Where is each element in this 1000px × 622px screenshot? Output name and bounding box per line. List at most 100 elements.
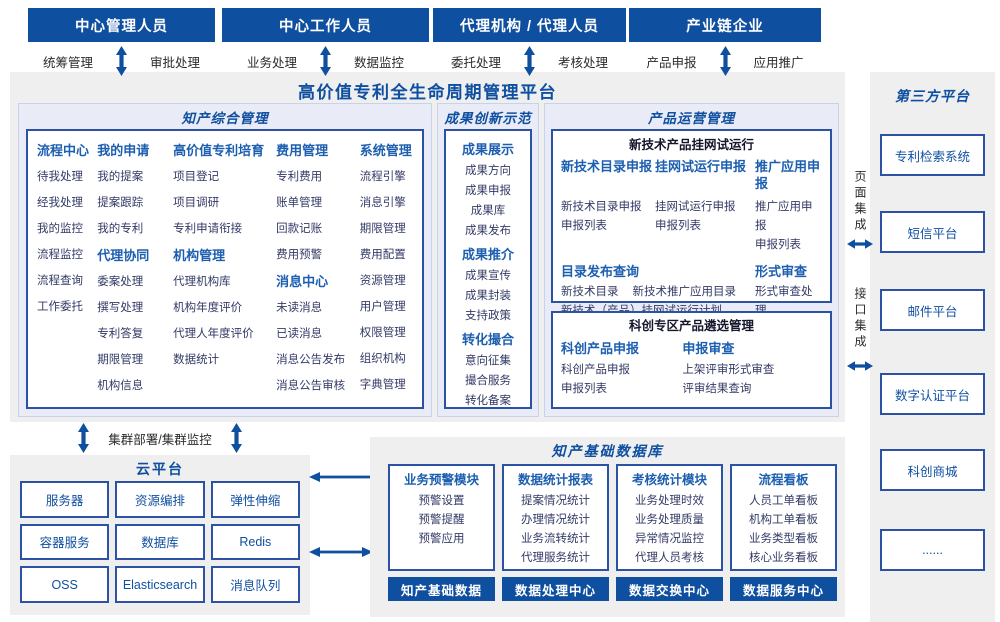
menu-group-header: 挂网试运行申报 xyxy=(655,159,747,174)
menu-group-header: 科创产品申报 xyxy=(561,341,640,356)
menu-item: 消息公告审核 xyxy=(276,380,346,392)
menu-item: 待我处理 xyxy=(37,171,83,183)
menu-list: 未读消息已读消息消息公告发布消息公告审核 xyxy=(276,295,360,399)
subpanel-sci-innovation-grid: 科创产品申报 科创产品申报申报列表 申报审查 上架评审形式审查评审结果查询 xyxy=(561,337,822,399)
role-function-label: 数据监控 xyxy=(354,55,405,70)
menu-item: 代理服务统计 xyxy=(521,552,590,564)
menu-list: 预警设置预警提醒预警应用 xyxy=(390,492,493,549)
panel-cloud-title: 云平台 xyxy=(136,461,184,477)
menu-item: 组织机构 xyxy=(359,353,406,365)
menu-list: 委案处理撰写处理专利答复期限管理机构信息 xyxy=(97,269,173,399)
db-module: 业务预警模块 预警设置预警提醒预警应用 知产基础数据 xyxy=(388,464,495,601)
up-down-arrow-icon xyxy=(230,423,242,453)
menu-group-header: 机构管理 xyxy=(173,248,226,263)
cluster-label: 集群部署/集群监控 xyxy=(108,432,212,447)
menu-item: 成果封装 xyxy=(465,290,511,302)
role-function-label: 考核处理 xyxy=(558,55,609,70)
menu-item: 用户管理 xyxy=(359,301,406,313)
menu-item: 业务处理质量 xyxy=(635,514,704,526)
menu-item: 业务类型看板 xyxy=(749,533,818,545)
up-down-arrow-icon xyxy=(116,46,127,76)
menu-group: 新技术目录申报 新技术目录申报申报列表 xyxy=(561,156,655,255)
menu-item: 回款记账 xyxy=(276,223,323,235)
role-bar-agencies: 代理机构 / 代理人员 xyxy=(433,8,626,42)
menu-group-header: 推广应用申报 xyxy=(755,159,821,191)
db-center-bar: 数据交换中心 xyxy=(616,577,723,601)
role-functions: 业务处理 数据监控 xyxy=(222,45,429,77)
menu-item: 成果发布 xyxy=(465,225,511,237)
menu-item: 数据统计 xyxy=(173,354,220,366)
menu-item: 专利费用 xyxy=(276,171,323,183)
menu-column: 流程中心 待我处理经我处理我的监控流程监控流程查询工作委托 xyxy=(37,137,97,407)
menu-item: 委案处理 xyxy=(97,276,144,288)
menu-item: 我的监控 xyxy=(37,223,83,235)
menu-list: 意向征集撮合服务转化备案 xyxy=(446,351,530,411)
menu-item: 期限管理 xyxy=(359,223,406,235)
cloud-service-box: 弹性伸缩 xyxy=(210,481,300,518)
panel-ip-title: 知产综合管理 xyxy=(181,111,269,126)
menu-column: 我的申请 我的提案提案跟踪我的专利 代理协同 委案处理撰写处理专利答复期限管理机… xyxy=(97,137,173,407)
menu-item: 项目调研 xyxy=(173,197,220,209)
cloud-service-box: Elasticsearch xyxy=(115,566,205,603)
menu-group-header: 代理协同 xyxy=(97,248,150,263)
role-function-label: 委托处理 xyxy=(450,55,501,70)
menu-list: 新技术目录申报申报列表 xyxy=(561,198,655,236)
third-party-box: 邮件平台 xyxy=(880,289,985,331)
menu-group-header: 业务预警模块 xyxy=(403,473,479,487)
left-arrow-icon xyxy=(309,472,373,482)
menu-list: 流程引擎消息引擎期限管理费用配置资源管理用户管理权限管理组织机构字典管理 xyxy=(360,164,422,398)
menu-item: 新技术目录申报 xyxy=(561,201,642,213)
menu-group-header: 形式审查 xyxy=(755,264,808,279)
api-integration-label: 接口集成 xyxy=(853,287,867,351)
menu-item: 评审结果查询 xyxy=(682,383,752,395)
panel-database-title: 知产基础数据库 xyxy=(551,443,664,459)
third-party-box: 短信平台 xyxy=(880,211,985,253)
role-bar-industry: 产业链企业 xyxy=(629,8,821,42)
menu-item: 挂网试运行申报 xyxy=(655,201,736,213)
menu-list: 成果宣传成果封装支持政策 xyxy=(446,266,530,326)
menu-group: 推广应用申报 推广应用申报申报列表 xyxy=(755,156,822,255)
menu-item: 异常情况监控 xyxy=(635,533,704,545)
menu-item: 代理机构库 xyxy=(173,276,231,288)
db-module: 考核统计模块 业务处理时效业务处理质量异常情况监控代理人员考核 数据交换中心 xyxy=(616,464,723,601)
menu-group-header: 目录发布查询 xyxy=(561,264,640,279)
page-integration-label: 页面集成 xyxy=(853,170,867,234)
menu-item: 已读消息 xyxy=(276,328,323,340)
up-down-arrow-icon xyxy=(719,46,731,76)
menu-item: 转化备案 xyxy=(465,395,511,407)
menu-item: 机构工单看板 xyxy=(749,514,818,526)
menu-list: 挂网试运行申报申报列表 xyxy=(655,198,755,236)
third-party-box: 数字认证平台 xyxy=(880,373,985,415)
menu-group-header: 流程中心 xyxy=(37,143,90,158)
menu-group: 科创产品申报 科创产品申报申报列表 xyxy=(561,337,682,399)
menu-item: 未读消息 xyxy=(276,302,323,314)
menu-item: 字典管理 xyxy=(359,379,406,391)
menu-item: 申报列表 xyxy=(561,220,607,232)
menu-column: 高价值专利培育 项目登记项目调研专利申请衔接 机构管理 代理机构库机构年度评价代… xyxy=(173,137,276,407)
menu-group-header: 数据统计报表 xyxy=(517,473,593,487)
menu-list: 成果方向成果申报成果库成果发布 xyxy=(446,161,530,241)
menu-item: 专利申请衔接 xyxy=(173,223,243,235)
third-party-box: 科创商城 xyxy=(880,449,985,491)
subpanel-trial-run-title: 新技术产品挂网试运行 xyxy=(628,138,754,152)
menu-list: 科创产品申报申报列表 xyxy=(561,361,682,399)
menu-item: 业务处理时效 xyxy=(635,495,704,507)
menu-group-header: 高价值专利培育 xyxy=(173,143,265,158)
panel-achievement: 成果创新示范 成果展示 成果方向成果申报成果库成果发布 成果推介 成果宣传成果封… xyxy=(437,103,539,417)
menu-item: 人员工单看板 xyxy=(749,495,818,507)
db-module: 流程看板 人员工单看板机构工单看板业务类型看板核心业务看板 数据服务中心 xyxy=(730,464,837,601)
platform-title: 高价值专利全生命周期管理平台 xyxy=(298,83,557,102)
menu-group-header: 消息中心 xyxy=(276,274,329,289)
menu-item: 我的专利 xyxy=(97,223,144,235)
menu-list: 人员工单看板机构工单看板业务类型看板核心业务看板 xyxy=(732,492,835,568)
subpanel-trial-run-grid: 新技术目录申报 新技术目录申报申报列表 挂网试运行申报 挂网试运行申报申报列表 … xyxy=(561,156,822,359)
panel-ip-management: 知产综合管理 流程中心 待我处理经我处理我的监控流程监控流程查询工作委托 我的申… xyxy=(18,103,432,417)
menu-list: 提案情况统计办理情况统计业务流转统计代理服务统计 xyxy=(504,492,607,568)
menu-item: 申报列表 xyxy=(561,383,607,395)
menu-item: 提案跟踪 xyxy=(97,197,144,209)
menu-item: 支持政策 xyxy=(465,310,511,322)
left-right-arrow-icon xyxy=(847,361,873,371)
up-down-arrow-icon xyxy=(524,46,535,76)
